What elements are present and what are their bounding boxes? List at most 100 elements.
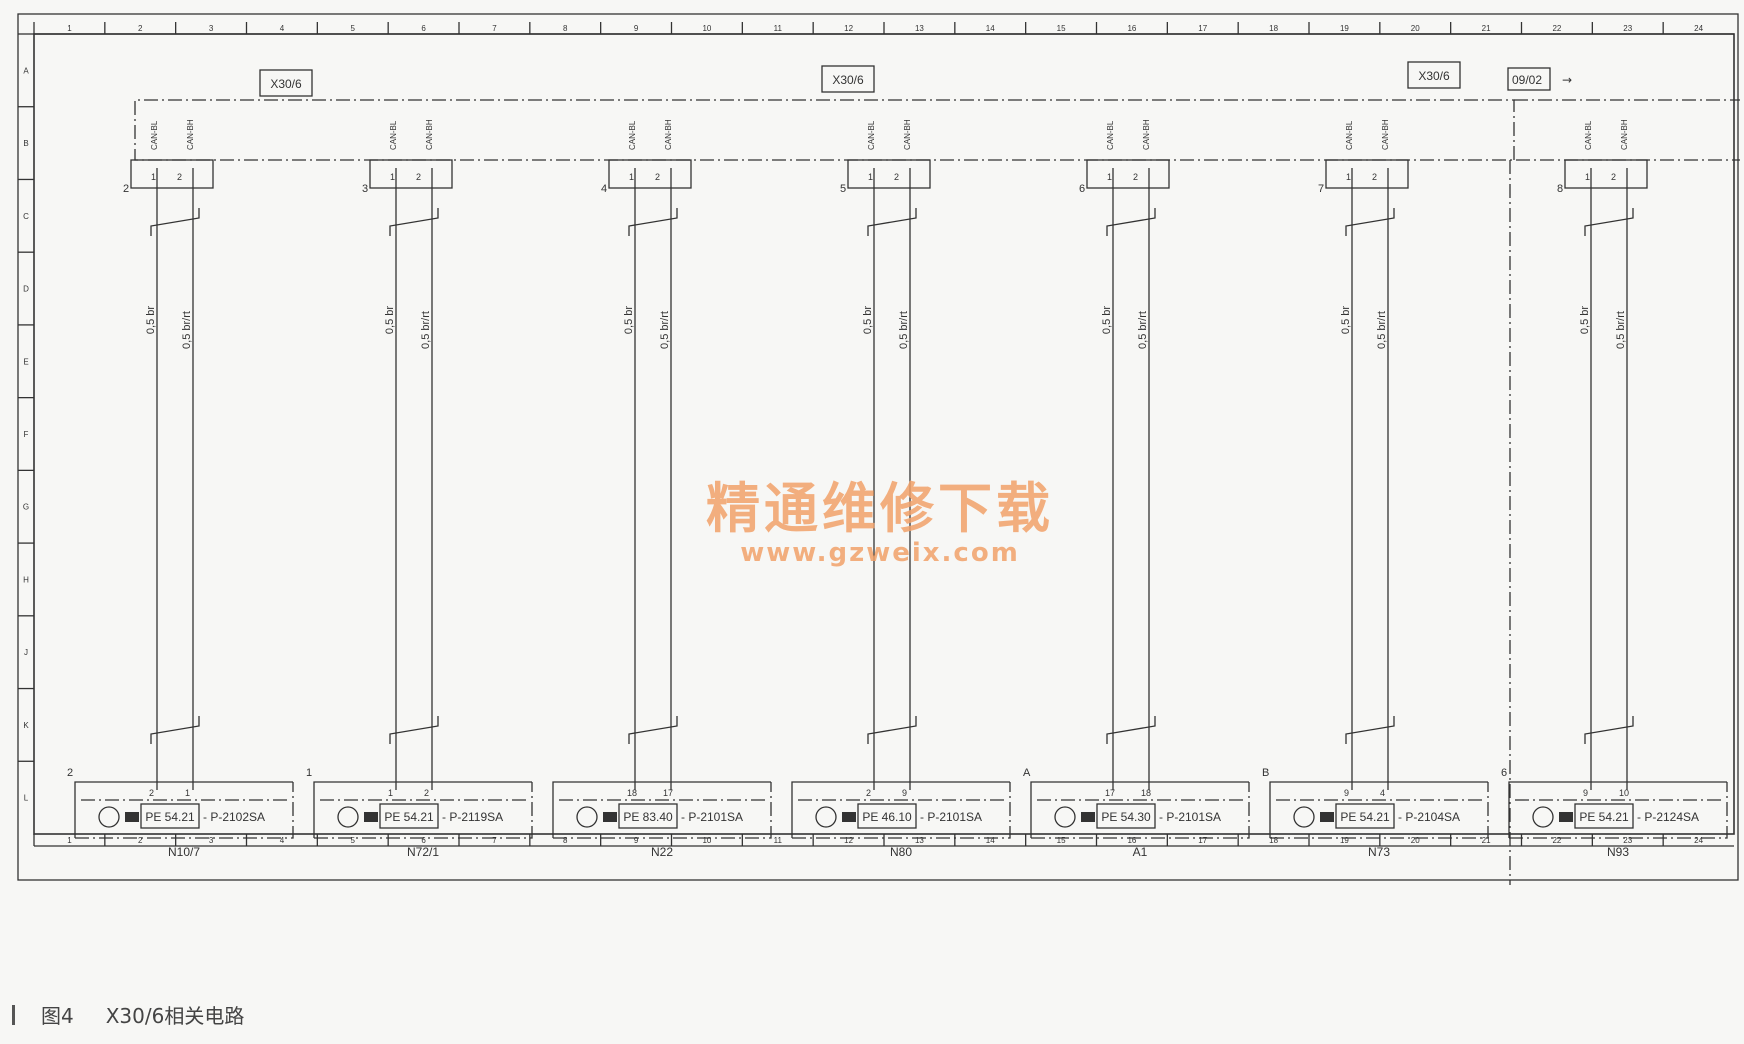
module-box-solid xyxy=(1269,781,1488,838)
col-bottom-number: 9 xyxy=(634,836,639,845)
module-box-solid xyxy=(1508,781,1727,838)
module-box-dashed xyxy=(1031,782,1250,839)
row-letter: C xyxy=(23,212,29,221)
col-bottom-number: 17 xyxy=(1198,836,1207,845)
pe-reference: PE 54.30 xyxy=(1101,810,1151,824)
col-top-number: 2 xyxy=(138,24,143,33)
part-number: - P-2101SA xyxy=(681,810,743,824)
ground-icon xyxy=(364,812,378,822)
module-box-solid xyxy=(1030,781,1249,838)
col-bottom-number: 19 xyxy=(1340,836,1349,845)
module-corner-label: 2 xyxy=(67,767,73,779)
module-pin-left: 17 xyxy=(1105,788,1115,798)
col-bottom-number: 4 xyxy=(280,836,285,845)
harness-code-left: CAN-BL xyxy=(150,120,159,150)
module-pin-right: 17 xyxy=(663,788,673,798)
col-bottom-number: 14 xyxy=(986,836,995,845)
ground-icon xyxy=(1320,812,1334,822)
wire-label-left: 0,5 br xyxy=(1101,306,1113,334)
pe-reference: PE 83.40 xyxy=(623,810,673,824)
twist-marker-bottom xyxy=(867,716,917,744)
outer-border xyxy=(17,13,1739,881)
plug-pin-right: 2 xyxy=(177,172,182,182)
col-bottom-number: 13 xyxy=(915,836,924,845)
module-pin-right: 18 xyxy=(1141,788,1151,798)
twist-marker-bottom xyxy=(628,716,678,744)
row-letter: J xyxy=(24,648,28,657)
col-top-number: 4 xyxy=(280,24,285,33)
twist-marker-top xyxy=(1584,208,1634,236)
plug-pin-left: 1 xyxy=(151,172,156,182)
row-letter: A xyxy=(23,66,29,75)
pe-box xyxy=(1096,803,1156,829)
col-top-number: 17 xyxy=(1198,24,1207,33)
harness-code-right: CAN-BH xyxy=(425,119,434,150)
col-top-number: 13 xyxy=(915,24,924,33)
connector-label-box xyxy=(821,65,875,93)
pe-reference: PE 46.10 xyxy=(862,810,912,824)
module-id: N22 xyxy=(651,845,673,859)
plug-pin-left: 1 xyxy=(1346,172,1351,182)
module-box-dashed xyxy=(792,782,1011,839)
plug-pin-left: 1 xyxy=(629,172,634,182)
col-bottom-number: 24 xyxy=(1694,836,1703,845)
pin-connector-box xyxy=(1564,159,1648,189)
transistor-icon xyxy=(1054,806,1076,828)
col-bottom-number: 20 xyxy=(1411,836,1420,845)
row-letter: L xyxy=(24,794,29,803)
module-box-dashed xyxy=(553,782,772,839)
col-bottom-number: 16 xyxy=(1127,836,1136,845)
row-letter: F xyxy=(24,430,29,439)
module-id: N72/1 xyxy=(407,845,439,859)
col-top-number: 9 xyxy=(634,24,639,33)
twist-marker-bottom xyxy=(1345,716,1395,744)
col-top-number: 7 xyxy=(492,24,497,33)
col-top-number: 5 xyxy=(351,24,356,33)
col-top-number: 3 xyxy=(209,24,214,33)
module-box-dashed xyxy=(314,782,533,839)
col-top-number: 10 xyxy=(702,24,711,33)
col-top-number: 16 xyxy=(1127,24,1136,33)
col-bottom-number: 6 xyxy=(421,836,426,845)
page-ref-box xyxy=(1507,67,1551,91)
pin-connector-box xyxy=(847,159,931,189)
twist-marker-top xyxy=(628,208,678,236)
col-top-number: 11 xyxy=(774,24,783,33)
plug-pin-left: 1 xyxy=(390,172,395,182)
page-ref-arrow-icon: → xyxy=(1562,73,1572,87)
pe-reference: PE 54.21 xyxy=(1579,810,1629,824)
col-bottom-number: 1 xyxy=(67,836,72,845)
module-pin-right: 9 xyxy=(902,788,907,798)
pin-connector-box xyxy=(130,159,214,189)
col-bottom-number: 7 xyxy=(492,836,497,845)
x30-pin-number: 5 xyxy=(840,183,846,195)
pin-connector-box xyxy=(1086,159,1170,189)
module-corner-label: 6 xyxy=(1501,767,1507,779)
diagram-frame xyxy=(17,13,1739,881)
connector-label: X30/6 xyxy=(270,77,302,91)
x30-pin-number: 3 xyxy=(362,183,368,195)
wire-label-left: 0,5 br xyxy=(384,306,396,334)
harness-code-left: CAN-BL xyxy=(867,120,876,150)
plug-pin-right: 2 xyxy=(1611,172,1616,182)
col-bottom-number: 18 xyxy=(1269,836,1278,845)
ground-icon xyxy=(603,812,617,822)
x30-pin-number: 7 xyxy=(1318,183,1324,195)
x30-pin-number: 6 xyxy=(1079,183,1085,195)
module-corner-label: B xyxy=(1262,767,1269,779)
x30-pin-number: 8 xyxy=(1557,183,1563,195)
caption-text: X30/6相关电路 xyxy=(105,1004,245,1028)
caption-figure-number: 图4 xyxy=(41,1004,74,1028)
row-letter: D xyxy=(23,285,29,294)
bus-outline xyxy=(134,99,1740,161)
harness-code-left: CAN-BL xyxy=(1584,120,1593,150)
ground-icon xyxy=(1559,812,1573,822)
module-box-dashed xyxy=(75,782,294,839)
pe-box xyxy=(857,803,917,829)
